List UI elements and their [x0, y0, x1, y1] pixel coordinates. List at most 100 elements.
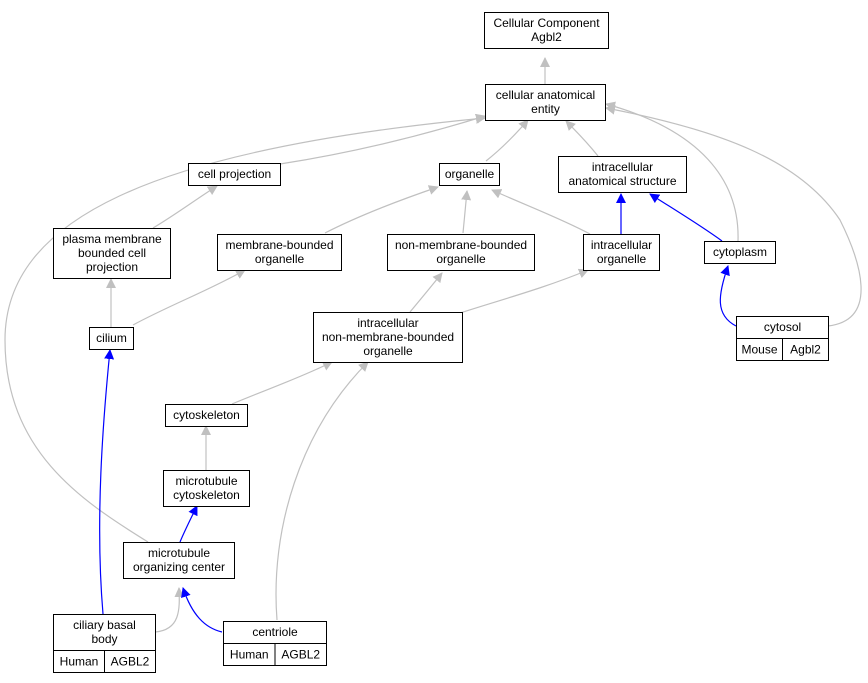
- edge-nmbo-organelle: [461, 190, 472, 234]
- node-cellproj[interactable]: cell projection: [188, 163, 281, 186]
- node-box: [313, 312, 463, 363]
- edge-cbb-mtoc: [154, 587, 185, 633]
- node-organelle[interactable]: organelle: [439, 163, 500, 186]
- node-cilium[interactable]: cilium: [89, 327, 134, 350]
- edge-io-organelle: [491, 189, 591, 235]
- edge-cilium-mbo: [132, 269, 246, 326]
- edge-pmbcp-cellproj: [152, 185, 218, 229]
- node-label-line: ciliary basal: [73, 618, 136, 632]
- node-label-line: body: [91, 632, 117, 646]
- node-label-line: bounded cell: [78, 246, 146, 260]
- node-cytoskeleton[interactable]: cytoskeleton: [165, 404, 248, 427]
- node-label-line: organelle: [363, 344, 413, 358]
- edge-mtoc-mtcs: [179, 505, 198, 543]
- node-label-line: organelle: [255, 252, 305, 266]
- node-label-line: cell projection: [198, 167, 271, 181]
- edge-cellproj-cae: [279, 113, 486, 165]
- node-box: [53, 228, 171, 279]
- edge-centriole-inmbo: [275, 361, 369, 621]
- node-box: [188, 163, 281, 186]
- edge-cytosol-cytoplasm: [719, 265, 737, 327]
- node-label-line: cytoplasm: [713, 245, 767, 259]
- annotation-cell-agbl2: Agbl2: [782, 338, 829, 361]
- svg-text:AGBL2: AGBL2: [111, 655, 150, 669]
- edge-inmbo-nmbo: [409, 272, 443, 313]
- node-label-line: entity: [531, 102, 560, 116]
- node-label-line: cilium: [96, 331, 127, 345]
- svg-text:Human: Human: [60, 655, 99, 669]
- node-box: [165, 404, 248, 427]
- node-box: [89, 327, 134, 350]
- node-box: [704, 241, 776, 264]
- edge-mbo-organelle: [324, 185, 439, 234]
- node-box: [484, 12, 609, 49]
- node-label-line: projection: [86, 260, 138, 274]
- annotation-cell-agbl2: AGBL2: [104, 650, 156, 673]
- node-box: [439, 163, 500, 186]
- edge-ias-cae: [565, 120, 599, 157]
- node-box: [217, 234, 342, 271]
- annotation-cell-agbl2: AGBL2: [274, 643, 327, 666]
- edge-cytoplasm-ias: [649, 193, 723, 242]
- annotation-cell-human: Human: [53, 650, 105, 673]
- node-inmbo[interactable]: intracellularnon-membrane-boundedorganel…: [313, 312, 463, 363]
- node-label-line: plasma membrane: [62, 232, 162, 246]
- node-box: [485, 84, 606, 121]
- node-label-line: organelle: [597, 252, 647, 266]
- node-label-line: intracellular: [357, 316, 418, 330]
- node-label-line: non-membrane-bounded: [395, 238, 527, 252]
- edge-mtoc-cae: [4, 113, 486, 543]
- node-label-line: centriole: [252, 625, 298, 639]
- node-box: [163, 470, 250, 507]
- edge-cytoskeleton-inmbo: [231, 361, 333, 405]
- edges: [4, 57, 862, 633]
- node-label-line: membrane-bounded: [225, 238, 333, 252]
- node-label-line: cytoskeleton: [173, 488, 240, 502]
- svg-text:Mouse: Mouse: [741, 343, 777, 357]
- node-cytoplasm[interactable]: cytoplasm: [704, 241, 776, 264]
- node-box: [123, 542, 235, 579]
- node-label-line: microtubule: [148, 546, 210, 560]
- edge-cbb-cilium: [99, 349, 115, 615]
- node-label-line: microtubule: [175, 474, 237, 488]
- annotation-cell-mouse: Mouse: [736, 338, 783, 361]
- node-label-line: non-membrane-bounded: [322, 330, 454, 344]
- edge-centriole-mtoc: [181, 587, 223, 633]
- node-box: [583, 234, 660, 271]
- svg-text:Human: Human: [230, 648, 269, 662]
- node-label-line: Agbl2: [531, 30, 562, 44]
- node-label-line: organelle: [445, 167, 495, 181]
- annotation-cell-human: Human: [223, 643, 276, 666]
- node-box: [387, 234, 535, 271]
- edge-organelle-cae: [485, 119, 529, 162]
- edge-inmbo-io: [459, 268, 589, 314]
- node-box: [53, 614, 156, 651]
- svg-text:Agbl2: Agbl2: [790, 343, 821, 357]
- node-box: [558, 156, 687, 193]
- node-label-line: intracellular: [592, 160, 653, 174]
- node-label-line: Cellular Component: [493, 16, 600, 30]
- node-label-line: organizing center: [133, 560, 225, 574]
- svg-text:AGBL2: AGBL2: [281, 648, 320, 662]
- node-label-line: cytosol: [764, 320, 801, 334]
- node-label-line: organelle: [436, 252, 486, 266]
- node-label-line: cellular anatomical: [496, 88, 595, 102]
- node-label-line: intracellular: [591, 238, 652, 252]
- node-label-line: cytoskeleton: [173, 408, 240, 422]
- edge-cytosol-cae: [605, 104, 862, 327]
- node-label-line: anatomical structure: [568, 174, 676, 188]
